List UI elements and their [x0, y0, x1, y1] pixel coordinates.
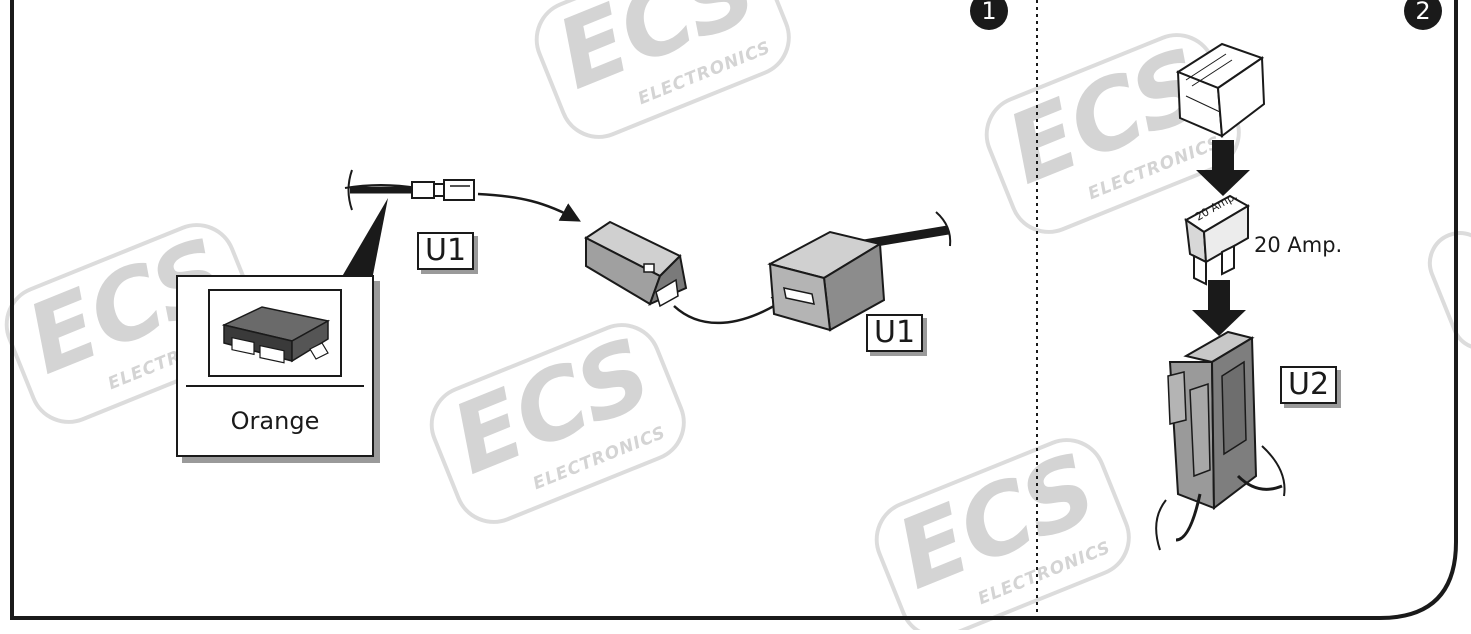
fuse-rating-label: 20 Amp.: [1254, 233, 1343, 257]
module-color-label: Orange: [230, 407, 320, 435]
connector-small: [584, 220, 688, 308]
fuse-holder: [1155, 330, 1286, 551]
watermark-fragment: [1427, 231, 1471, 351]
down-arrow: [1192, 280, 1246, 336]
connector-label-u1: U1: [866, 314, 924, 352]
watermark-logo: ECS ELECTRONICS: [874, 432, 1131, 634]
step-marker-1: 1: [970, 0, 1008, 30]
watermark-logo: ECS ELECTRONICS: [534, 0, 791, 139]
connector-large: [767, 211, 952, 332]
card-divider: [186, 385, 364, 387]
arrow-to-connector: [477, 192, 581, 222]
down-arrow: [1196, 140, 1250, 196]
fuse-cover: [1175, 42, 1266, 138]
step-marker-2: 2: [1404, 0, 1442, 30]
blade-fuse: 20 Amp.: [1184, 189, 1251, 286]
control-module-icon: [221, 306, 331, 364]
outer-frame: [10, 0, 1458, 620]
holder-label-u2: U2: [1280, 366, 1338, 404]
watermark-logo: ECS ELECTRONICS: [429, 317, 686, 524]
control-module-image: [208, 289, 342, 377]
connector-label-u1: U1: [417, 232, 475, 270]
callout-pointer: [340, 198, 388, 280]
module-callout-card: Orange: [176, 275, 374, 457]
wire-with-terminal: [344, 169, 475, 211]
